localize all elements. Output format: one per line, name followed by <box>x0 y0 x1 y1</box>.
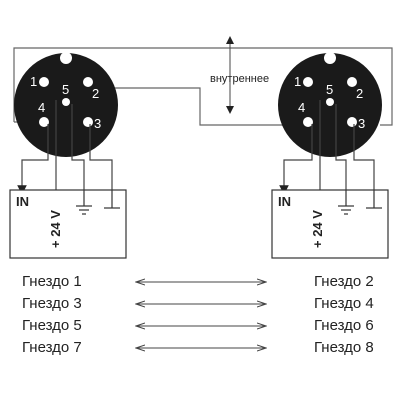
left-pin-4-label: 4 <box>38 100 45 115</box>
right-ground-symbol <box>338 190 354 215</box>
socket-row-1: Гнездо 1 Гнездо 2 <box>22 273 374 290</box>
socket-right-label: Гнездо 8 <box>314 339 374 356</box>
right-24v-label: + 24 V <box>310 210 325 248</box>
socket-left-label: Гнездо 7 <box>22 339 82 356</box>
right-module-box <box>271 189 389 259</box>
socket-row-2: Гнездо 3 Гнездо 4 <box>22 295 374 312</box>
right-pin-5-label: 5 <box>326 82 333 97</box>
right-wire-gnd <box>335 104 347 190</box>
right-pin-1 <box>303 77 313 87</box>
socket-right-label: Гнездо 4 <box>314 295 374 312</box>
left-wire-pe <box>89 124 113 190</box>
right-pin-5 <box>326 98 334 106</box>
left-pin-3-label: 3 <box>94 116 101 131</box>
left-ground-symbol <box>76 190 92 215</box>
left-pin-1 <box>39 77 49 87</box>
left-pin-3 <box>83 117 93 127</box>
left-wire-gnd <box>71 104 85 190</box>
right-pin-2 <box>347 77 357 87</box>
socket-right-label: Гнездо 2 <box>314 273 374 290</box>
right-pin-1-label: 1 <box>294 74 301 89</box>
right-protective-earth-symbol <box>366 190 382 209</box>
right-connector: 1 2 3 4 5 <box>278 52 382 157</box>
left-pin-2-label: 2 <box>92 86 99 101</box>
left-in-label: IN <box>16 194 29 209</box>
left-module-box <box>9 189 127 259</box>
right-pin-4 <box>303 117 313 127</box>
right-pin-2-label: 2 <box>356 86 363 101</box>
shield-loop-wire <box>13 47 393 126</box>
left-pin-4 <box>39 117 49 127</box>
left-protective-earth-symbol <box>104 190 120 209</box>
right-in-label: IN <box>278 194 291 209</box>
socket-left-label: Гнездо 5 <box>22 317 82 334</box>
socket-row-3: Гнездо 5 Гнездо 6 <box>22 317 374 334</box>
left-pin-5 <box>62 98 70 106</box>
right-pin-3-label: 3 <box>358 116 365 131</box>
left-pin-1-label: 1 <box>30 74 37 89</box>
socket-right-label: Гнездо 6 <box>314 317 374 334</box>
right-pin-3 <box>347 117 357 127</box>
internal-label: внутреннее <box>210 73 269 85</box>
left-key-notch <box>60 52 72 64</box>
right-pin-4-label: 4 <box>298 100 305 115</box>
right-wire-in <box>279 124 313 195</box>
socket-row-4: Гнездо 7 Гнездо 8 <box>22 339 374 356</box>
internal-link-wire <box>62 87 300 126</box>
right-key-notch <box>324 52 336 64</box>
left-24v-label: + 24 V <box>48 210 63 248</box>
socket-left-label: Гнездо 3 <box>22 295 82 312</box>
right-wire-pe <box>353 124 375 190</box>
left-connector: 1 2 3 4 5 <box>14 52 118 157</box>
left-pin-5-label: 5 <box>62 82 69 97</box>
left-pin-2 <box>83 77 93 87</box>
socket-left-label: Гнездо 1 <box>22 273 82 290</box>
left-wire-in <box>17 124 49 195</box>
